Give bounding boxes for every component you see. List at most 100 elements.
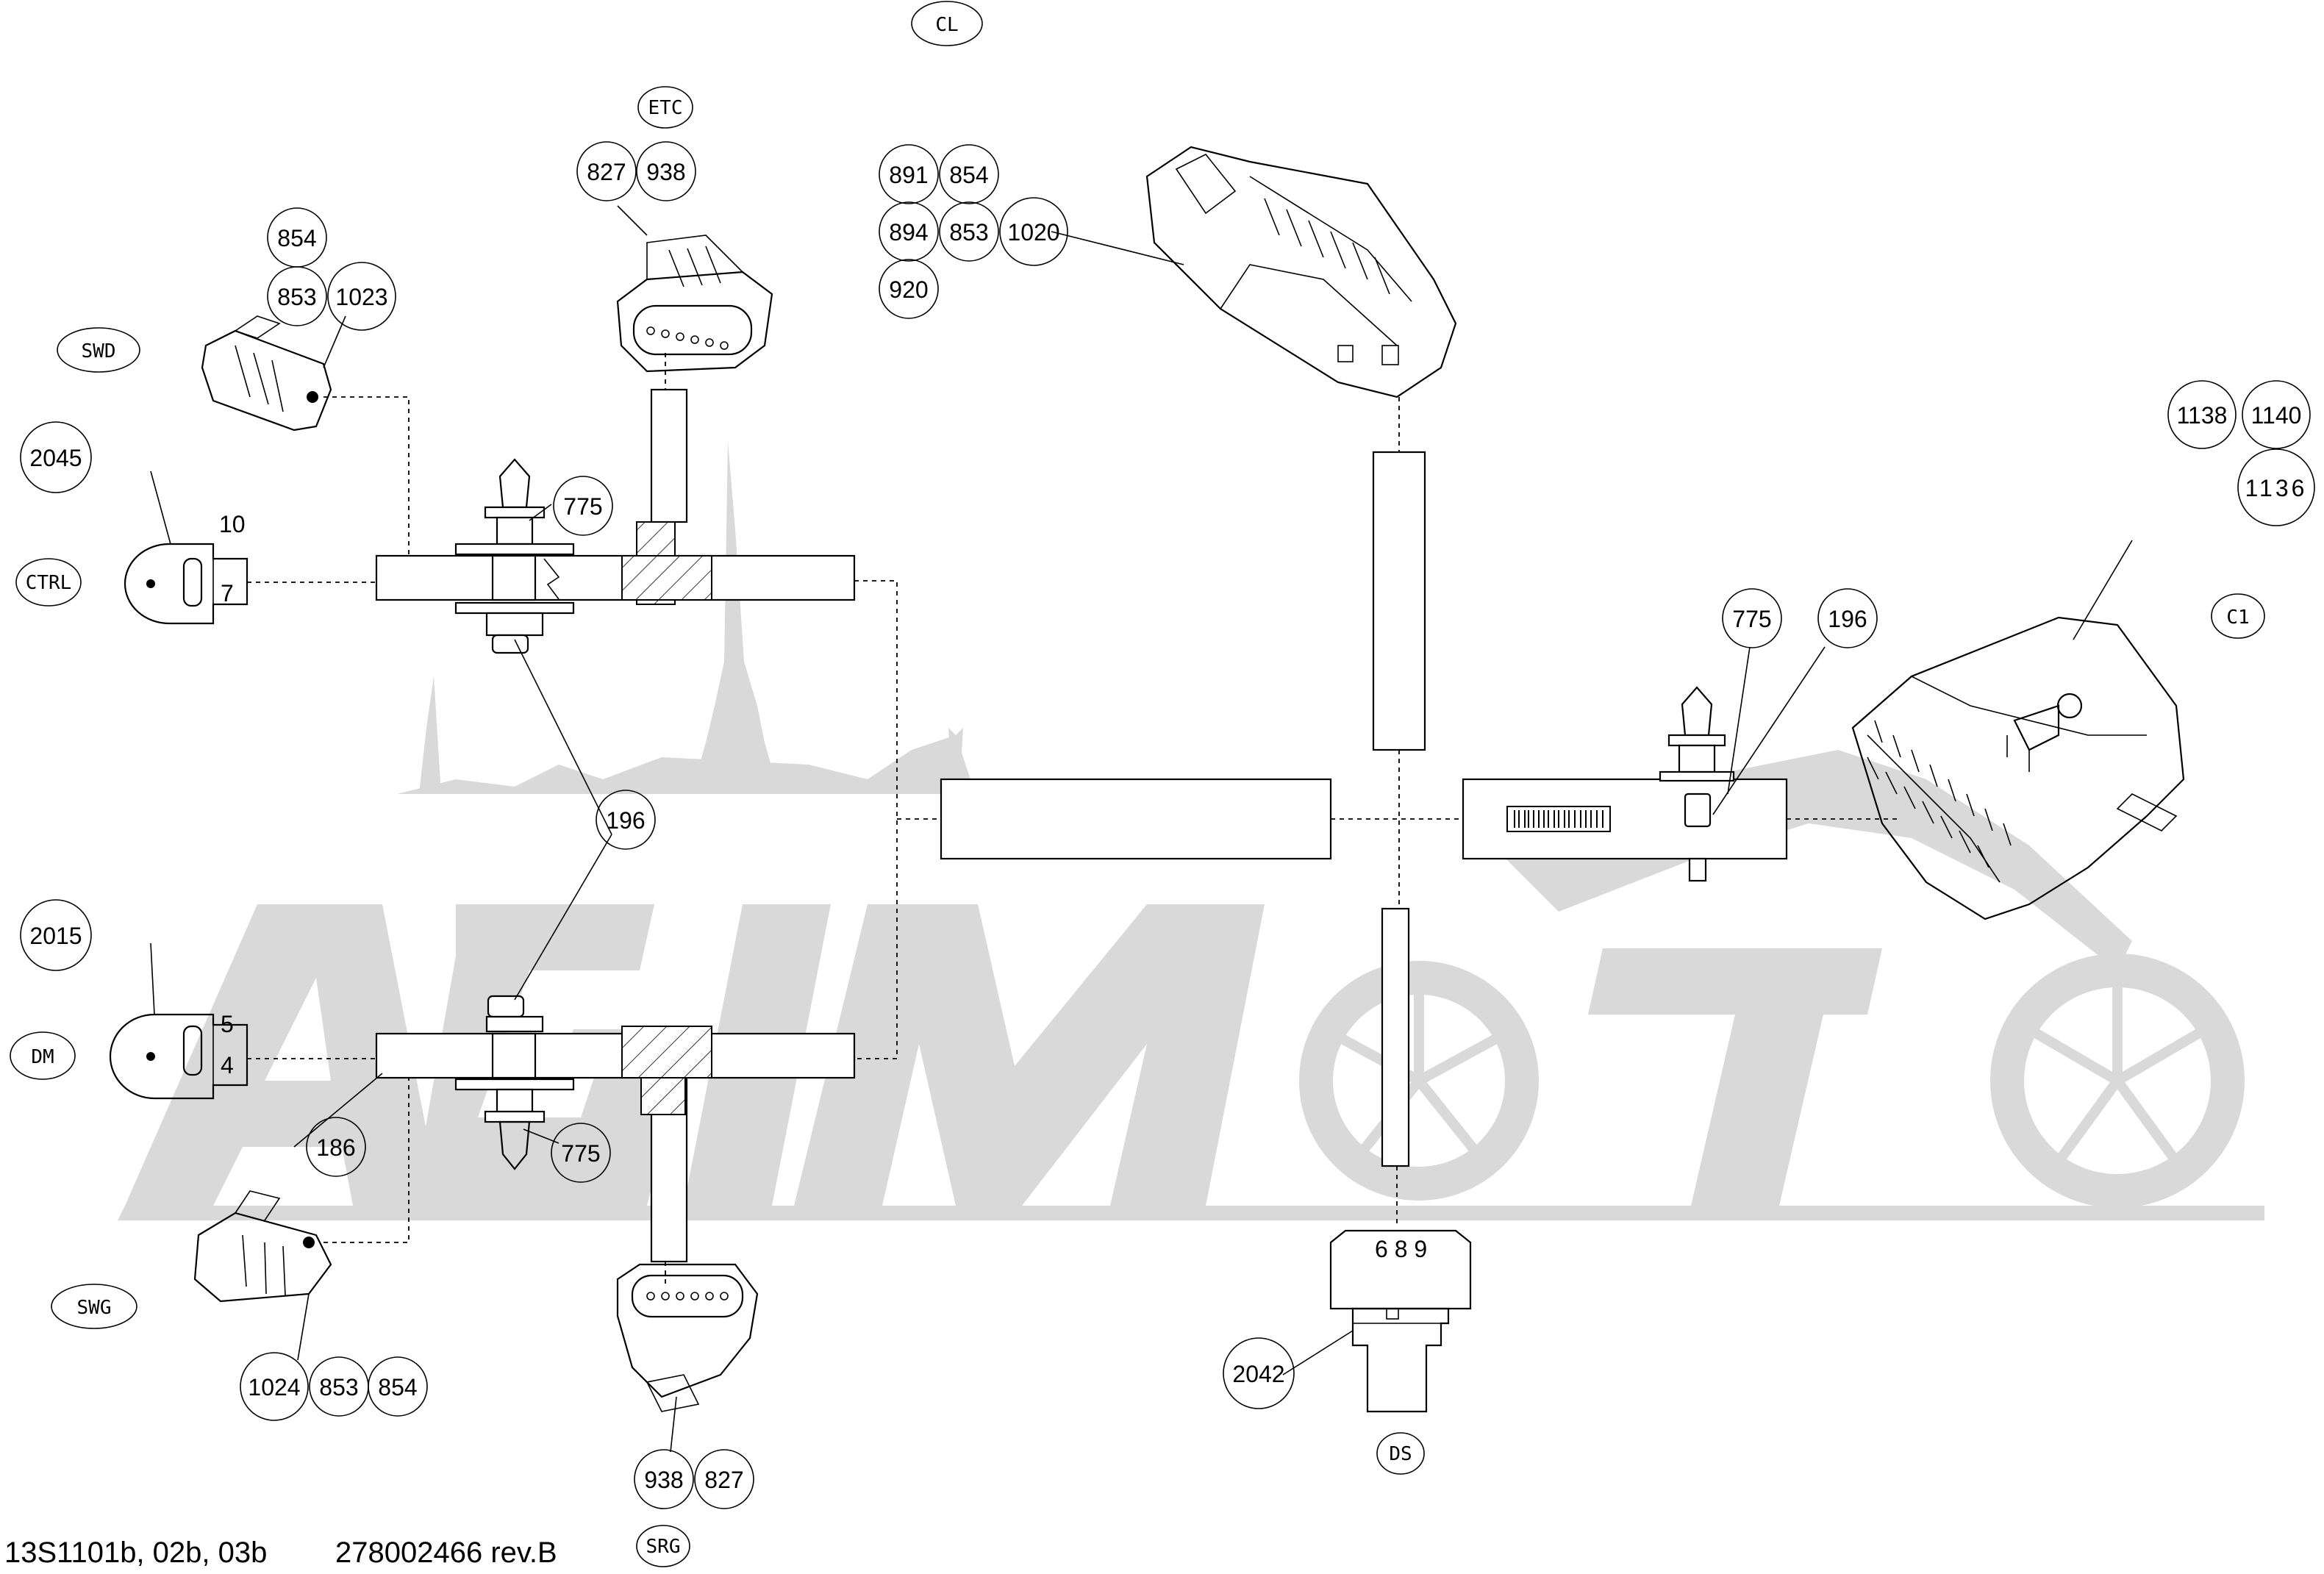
- svg-text:1138: 1138: [2177, 402, 2228, 429]
- svg-text:775: 775: [1732, 606, 1771, 632]
- barcode-label: [1506, 806, 1611, 832]
- callout-right-775: 775: [1722, 588, 1782, 648]
- ds-pin-numbers: 6 8 9: [1375, 1236, 1427, 1262]
- svg-text:1136: 1136: [2245, 475, 2308, 501]
- ds-connector: [1329, 1229, 1472, 1413]
- ctrl-connector: [124, 543, 249, 625]
- callout-cl-1020: 1020: [999, 197, 1068, 266]
- svg-text:2015: 2015: [29, 923, 82, 949]
- svg-text:1140: 1140: [2251, 402, 2302, 429]
- right-clip-assembly: [1659, 686, 1735, 882]
- ctrl-pin-bottom: 7: [221, 580, 234, 607]
- label-c1: C1: [2211, 593, 2265, 639]
- srg-connector: [616, 1263, 759, 1412]
- etc-connector: [616, 235, 773, 373]
- dm-pin-bottom: 4: [221, 1052, 234, 1078]
- callout-right-196: 196: [1817, 588, 1878, 648]
- svg-text:775: 775: [563, 493, 602, 520]
- svg-text:186: 186: [316, 1134, 355, 1161]
- svg-text:853: 853: [319, 1374, 358, 1400]
- callout-c1-1138: 1138: [2167, 380, 2237, 449]
- callout-ds-2042: 2042: [1223, 1337, 1295, 1409]
- dm-connector: [109, 1013, 249, 1100]
- svg-text:ETC: ETC: [648, 97, 683, 119]
- svg-text:854: 854: [949, 162, 988, 188]
- label-swd: SWD: [57, 327, 140, 373]
- callout-swg-854: 854: [368, 1356, 428, 1417]
- callout-cl-920: 920: [879, 259, 939, 319]
- svg-text:938: 938: [646, 159, 685, 185]
- bottom-clip-assembly: [454, 995, 575, 1170]
- callout-cl-891: 891: [879, 144, 939, 204]
- svg-text:DM: DM: [31, 1046, 54, 1068]
- callout-swg-853: 853: [309, 1356, 369, 1417]
- top-clip-assembly: [454, 458, 575, 654]
- c1-connector: [1851, 616, 2185, 920]
- callout-c1-1136: 1136: [2237, 448, 2315, 526]
- svg-text:196: 196: [606, 807, 645, 834]
- callout-etc-827: 827: [576, 141, 637, 201]
- callout-dm-2015: 2015: [20, 899, 92, 971]
- callout-cl-853: 853: [939, 201, 999, 262]
- svg-text:SWG: SWG: [77, 1297, 112, 1319]
- callout-srg-827: 827: [694, 1449, 754, 1509]
- svg-text:827: 827: [704, 1467, 743, 1493]
- svg-text:DS: DS: [1389, 1443, 1412, 1465]
- dashed-routes: [247, 353, 1897, 1287]
- svg-text:C1: C1: [2226, 607, 2249, 629]
- callout-swd-854: 854: [267, 207, 327, 268]
- callout-etc-938: 938: [636, 141, 696, 201]
- callout-top-775: 775: [553, 476, 613, 536]
- svg-text:854: 854: [277, 225, 316, 251]
- dm-pin-top: 5: [221, 1011, 234, 1037]
- svg-text:196: 196: [1828, 606, 1867, 632]
- upper-left-trunk: [375, 554, 856, 601]
- svg-text:1024: 1024: [248, 1374, 300, 1400]
- ds-stub: [1381, 907, 1410, 1167]
- label-dm: DM: [10, 1031, 76, 1080]
- callout-swd-1023: 1023: [327, 262, 396, 331]
- center-trunk: [940, 778, 1332, 860]
- label-srg: SRG: [636, 1525, 690, 1567]
- label-swg: SWG: [51, 1284, 137, 1329]
- svg-text:853: 853: [277, 284, 316, 310]
- swg-connector: [193, 1190, 332, 1303]
- label-etc: ETC: [637, 86, 693, 129]
- svg-text:775: 775: [561, 1140, 600, 1167]
- label-ds: DS: [1376, 1432, 1425, 1475]
- callout-circles: 827 938 854 853 1023 2045 775 196 2015 1…: [20, 141, 2315, 1509]
- callout-swd-853: 853: [267, 266, 327, 326]
- svg-text:938: 938: [644, 1467, 683, 1493]
- svg-text:CTRL: CTRL: [26, 572, 72, 594]
- svg-text:2042: 2042: [1232, 1361, 1284, 1387]
- svg-text:853: 853: [949, 219, 988, 246]
- callout-cl-854: 854: [939, 144, 999, 204]
- harness-trunks: [375, 388, 1788, 1263]
- svg-text:1023: 1023: [335, 284, 387, 310]
- svg-text:854: 854: [378, 1374, 417, 1400]
- etc-stub: [650, 388, 688, 523]
- svg-text:920: 920: [889, 276, 928, 303]
- leader-lines: [150, 205, 2133, 1453]
- callout-mid-196: 196: [596, 790, 656, 850]
- label-ctrl: CTRL: [15, 558, 82, 607]
- callout-bot-186: 186: [306, 1117, 366, 1177]
- callout-bot-775: 775: [551, 1123, 611, 1183]
- svg-text:CL: CL: [935, 14, 958, 36]
- callout-srg-938: 938: [634, 1449, 694, 1509]
- footer-part-number: 278002466 rev.B: [335, 1537, 557, 1569]
- callout-ctrl-2045: 2045: [20, 421, 92, 493]
- callout-swg-1024: 1024: [240, 1352, 309, 1421]
- svg-text:894: 894: [889, 219, 928, 246]
- svg-text:827: 827: [587, 159, 626, 185]
- swd-connector: [201, 315, 332, 432]
- ctrl-pin-top: 10: [219, 511, 246, 537]
- lower-left-trunk: [375, 1032, 856, 1079]
- callout-cl-894: 894: [879, 201, 939, 262]
- svg-text:891: 891: [889, 162, 928, 188]
- label-cl: CL: [911, 1, 983, 46]
- cl-connector: [1145, 146, 1457, 398]
- svg-text:SWD: SWD: [82, 340, 116, 362]
- svg-text:SRG: SRG: [646, 1536, 681, 1558]
